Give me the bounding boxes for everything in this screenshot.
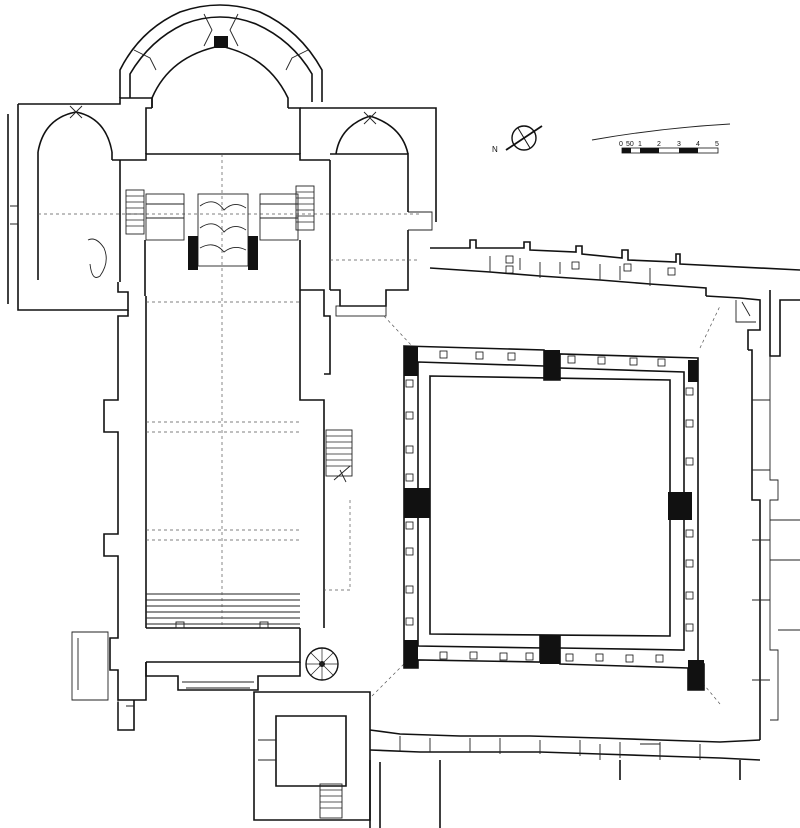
south-annex	[253, 691, 371, 821]
scale-label-1: 1	[638, 141, 642, 148]
transept	[112, 107, 331, 296]
cloister-arcade	[403, 255, 705, 691]
scale-label-50: 50	[626, 141, 634, 148]
cloister-columns-west	[405, 379, 414, 626]
transept-stair-right	[295, 185, 315, 231]
north-range-columns	[505, 255, 676, 276]
spiral-stair	[305, 647, 339, 681]
scale-label-5: 5	[715, 141, 719, 148]
cloister-columns-south	[439, 651, 664, 663]
scale-label-2: 2	[657, 141, 661, 148]
svg-text:N: N	[492, 145, 498, 154]
scale-label-4: 4	[696, 141, 700, 148]
right-chapel	[300, 107, 437, 317]
scale-label-3: 3	[677, 141, 681, 148]
apse	[119, 4, 323, 108]
left-chapel	[7, 97, 420, 311]
north-arrow-icon: N	[492, 125, 543, 154]
cloister-outer	[369, 239, 800, 828]
cloister-columns-north	[439, 350, 666, 367]
scale-label-0: 0	[619, 141, 623, 148]
nave-side-stair	[325, 429, 353, 483]
transept-stair-left	[125, 189, 145, 235]
nave	[71, 154, 353, 731]
cloister-columns-east	[685, 387, 694, 632]
scale-bar: 0 50 1 2 3 4 5	[591, 123, 731, 154]
